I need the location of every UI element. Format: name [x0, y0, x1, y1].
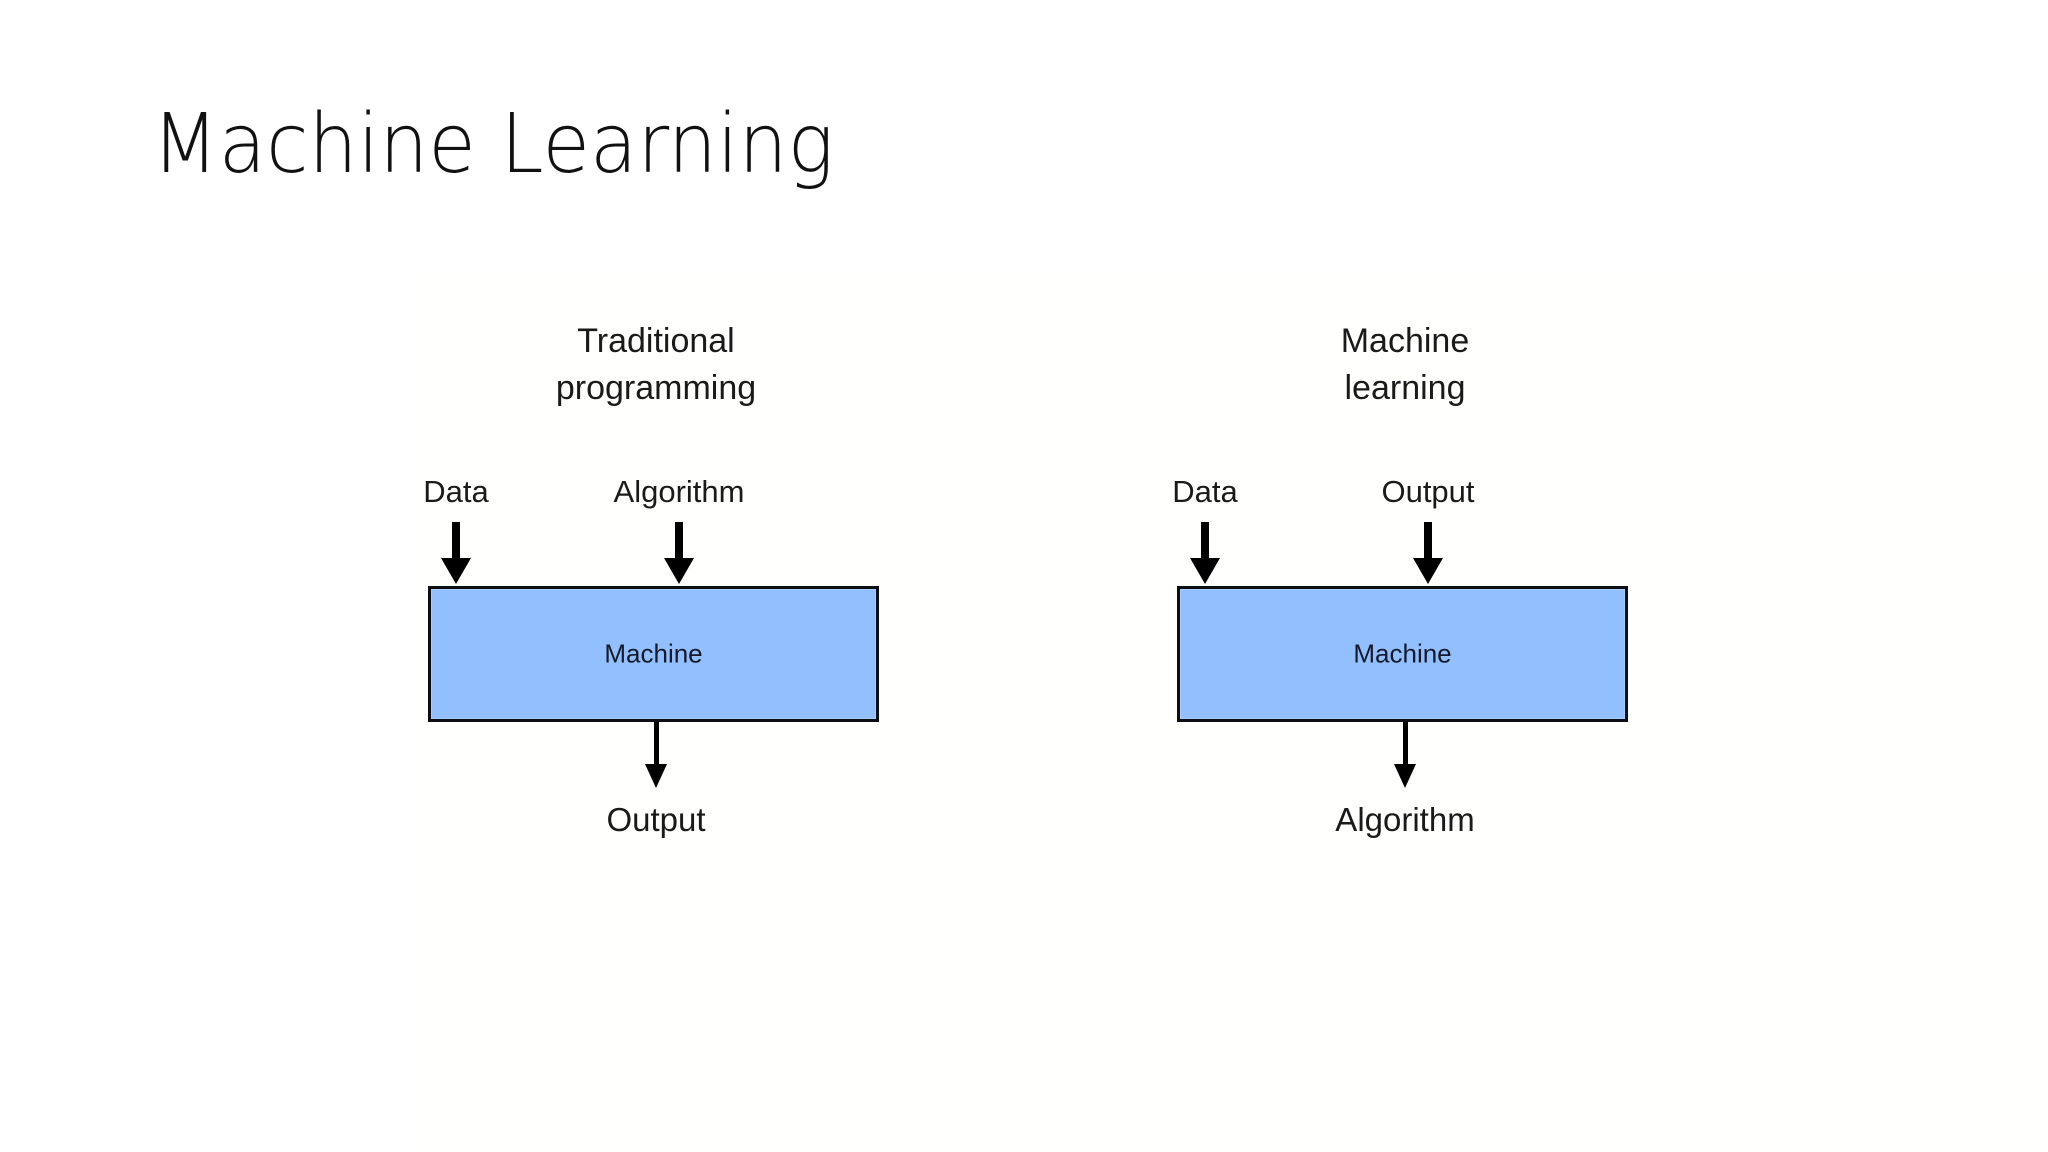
machine-box: Machine [1177, 586, 1628, 722]
arrow-down-icon-input-2 [664, 522, 694, 584]
arrow-head [1190, 558, 1220, 584]
diagram-traditional-programming: Traditional programming Data Algorithm M… [336, 300, 976, 838]
input-label-algorithm: Algorithm [613, 474, 745, 509]
arrow-stem [452, 522, 460, 562]
diagram-heading-line-1: Traditional [577, 322, 735, 360]
arrow-down-icon-output [1392, 722, 1418, 790]
arrow-head [645, 764, 667, 788]
diagram-heading: Traditional programming [336, 318, 976, 412]
diagram-heading-line-1: Machine [1340, 322, 1470, 360]
output-label: Output [606, 801, 706, 838]
diagram-heading-line-2: programming [555, 369, 757, 407]
page-title: Machine Learning [152, 97, 835, 192]
arrow-down-icon-input-2 [1413, 522, 1443, 584]
arrow-stem [653, 722, 659, 770]
arrow-head [1413, 558, 1443, 584]
machine-box-label: Machine [1353, 638, 1452, 669]
diagram-heading-line-2: learning [1344, 369, 1466, 407]
input-label-row: Data Algorithm [336, 473, 976, 513]
input-label-data: Data [1172, 474, 1238, 509]
arrow-head [664, 558, 694, 584]
input-label-output: Output [1381, 474, 1475, 509]
arrow-stem [1424, 522, 1432, 562]
arrow-head [441, 558, 471, 584]
input-label-data: Data [423, 474, 489, 509]
arrow-down-icon-input-1 [441, 522, 471, 584]
machine-box: Machine [428, 586, 879, 722]
output-label: Algorithm [1335, 801, 1475, 838]
arrow-stem [675, 522, 683, 562]
arrow-down-icon-input-1 [1190, 522, 1220, 584]
arrow-down-icon-output [643, 722, 669, 790]
diagram-machine-learning: Machine learning Data Output Machine Alg… [1085, 300, 1725, 838]
arrow-stem [1402, 722, 1408, 770]
input-label-row: Data Output [1085, 473, 1725, 513]
diagram-heading: Machine learning [1085, 318, 1725, 412]
arrow-head [1394, 764, 1416, 788]
machine-box-label: Machine [604, 638, 703, 669]
arrow-stem [1201, 522, 1209, 562]
